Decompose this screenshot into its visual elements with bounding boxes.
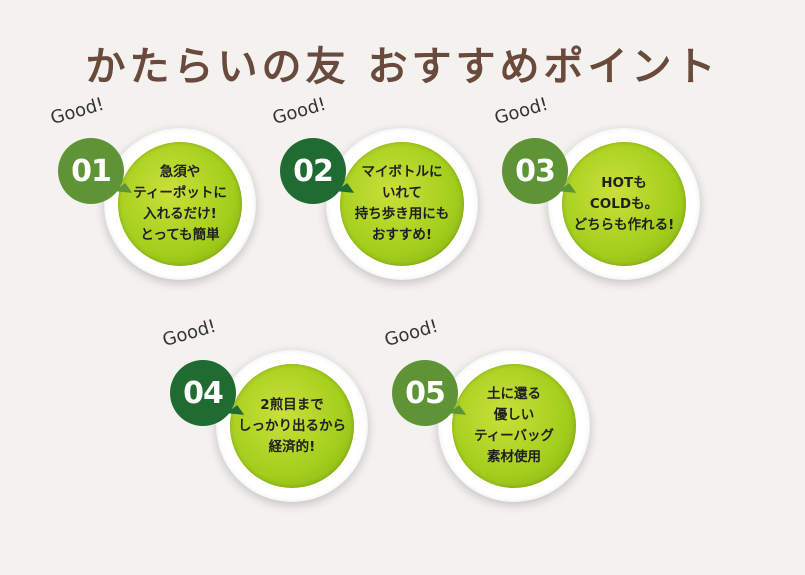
tea-cup: マイボトルに いれて 持ち歩き用にも おすすめ!: [326, 128, 478, 280]
tea-surface: 土に還る 優しい ティーバッグ 素材使用: [452, 364, 576, 488]
point-number-badge: 04: [170, 360, 236, 426]
point-number-badge: 03: [502, 138, 568, 204]
point-text-line: COLDも。: [589, 195, 659, 212]
page-title: かたらいの友 おすすめポイント: [85, 44, 720, 90]
good-label: Good!: [270, 93, 329, 129]
point-card-02: マイボトルに いれて 持ち歩き用にも おすすめ! 02 Good!: [260, 94, 500, 308]
point-number-badge: 01: [58, 138, 124, 204]
good-label: Good!: [48, 93, 107, 129]
point-text-line: いれて: [381, 185, 423, 201]
tea-surface: HOTも COLDも。 どちらも作れる!: [562, 142, 686, 266]
point-text-line: 土に還る: [487, 386, 541, 402]
tea-surface: マイボトルに いれて 持ち歩き用にも おすすめ!: [340, 142, 464, 266]
tea-surface: 2煎目まで しっかり出るから 経済的!: [230, 364, 354, 488]
point-text-line: 持ち歩き用にも: [354, 206, 450, 222]
point-text-line: 入れるだけ!: [143, 206, 217, 222]
good-label: Good!: [492, 93, 551, 129]
point-text-line: 2煎目まで: [260, 396, 324, 413]
good-label: Good!: [382, 315, 441, 351]
point-text-line: 急須や: [159, 164, 201, 180]
point-text-line: おすすめ!: [371, 227, 433, 243]
good-label: Good!: [160, 315, 219, 351]
point-card-04: 2煎目まで しっかり出るから 経済的! 04 Good!: [150, 316, 390, 530]
point-text-line: しっかり出るから: [238, 417, 346, 434]
point-text-line: ティーポットに: [133, 185, 227, 201]
point-text-line: 優しい: [493, 407, 535, 423]
point-text-line: HOTも: [601, 174, 647, 191]
point-card-01: 急須や ティーポットに 入れるだけ! とっても簡単 01 Good!: [38, 94, 278, 308]
tea-cup: 急須や ティーポットに 入れるだけ! とっても簡単: [104, 128, 256, 280]
tea-cup: 土に還る 優しい ティーバッグ 素材使用: [438, 350, 590, 502]
point-number-badge: 02: [280, 138, 346, 204]
point-text-line: とっても簡単: [140, 227, 220, 243]
point-text-line: ティーバッグ: [473, 428, 555, 444]
tea-surface: 急須や ティーポットに 入れるだけ! とっても簡単: [118, 142, 242, 266]
point-number-badge: 05: [392, 360, 458, 426]
point-text-line: 経済的!: [268, 438, 316, 455]
point-text-line: 素材使用: [487, 449, 541, 465]
point-text-line: マイボトルに: [361, 164, 443, 180]
point-text-line: どちらも作れる!: [573, 216, 675, 233]
point-card-05: 土に還る 優しい ティーバッグ 素材使用 05 Good!: [372, 316, 612, 530]
point-card-03: HOTも COLDも。 どちらも作れる! 03 Good!: [482, 94, 722, 308]
tea-cup: 2煎目まで しっかり出るから 経済的!: [216, 350, 368, 502]
tea-cup: HOTも COLDも。 どちらも作れる!: [548, 128, 700, 280]
